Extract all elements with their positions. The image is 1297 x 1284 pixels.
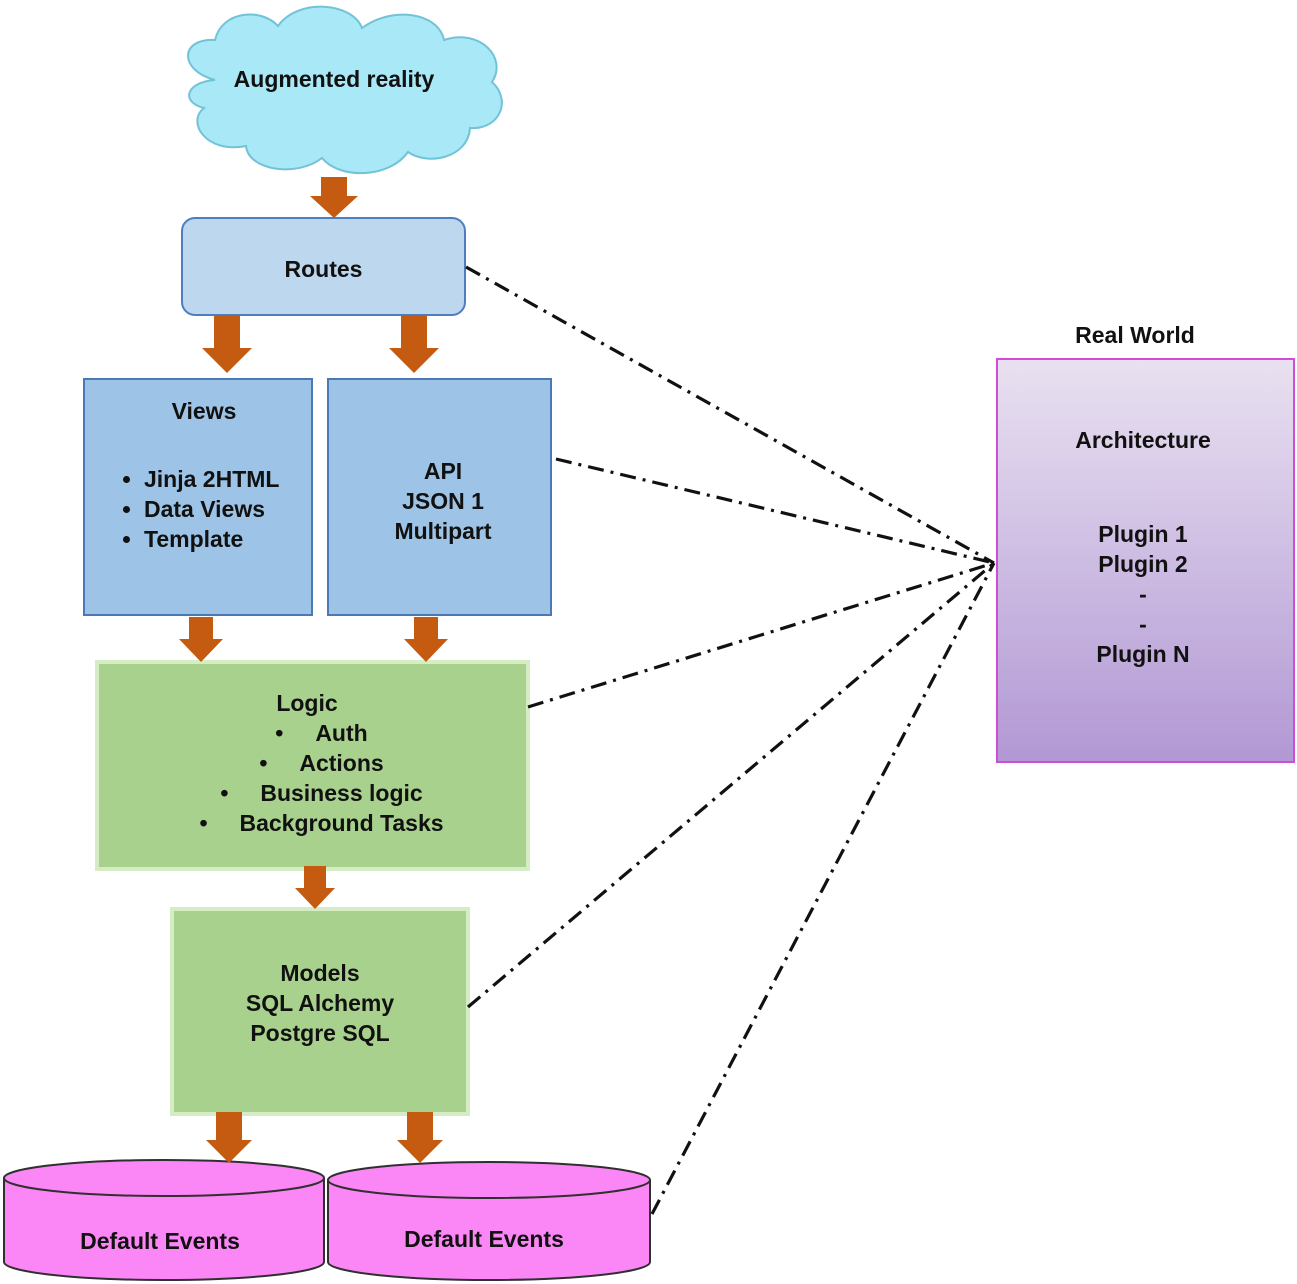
api-box	[327, 378, 552, 616]
arrow-models-db2	[397, 1112, 443, 1163]
routes-label: Routes	[284, 256, 363, 282]
models-line: SQL Alchemy	[245, 990, 395, 1016]
views-item: Data Views	[144, 494, 314, 524]
arrow-models-db1	[206, 1112, 252, 1163]
logic-item: • Actions	[259, 750, 384, 776]
api-line: Multipart	[394, 518, 492, 544]
connector-models	[466, 561, 996, 1009]
api-line: JSON 1	[402, 488, 484, 514]
logic-item-row: • Auth • Actions • Business logic • Back…	[97, 718, 528, 838]
views-title: Views	[171, 398, 237, 424]
models-box	[170, 907, 470, 1116]
flow-arrows	[179, 177, 448, 1163]
cloud-label: Augmented reality	[233, 66, 435, 92]
logic-title: Logic	[276, 690, 338, 716]
plugin-list: Plugin 1 Plugin 2 - - Plugin N	[997, 519, 1289, 669]
plugin-item: Plugin N	[1096, 641, 1190, 667]
arrow-cloud-routes	[310, 177, 358, 218]
views-item: Template	[144, 524, 314, 554]
models-line: Postgre SQL	[250, 1020, 390, 1046]
api-content: API JSON 1 Multipart	[328, 456, 558, 546]
database-cylinder-1	[3, 1159, 325, 1281]
arrow-api-logic	[404, 617, 448, 662]
views-list: Jinja 2HTML Data Views Template	[144, 464, 314, 554]
connector-logic	[527, 561, 995, 709]
database-label-2: Default Events	[404, 1226, 564, 1252]
cloud-shape	[187, 5, 503, 175]
connector-database	[650, 562, 996, 1215]
api-line: API	[423, 458, 463, 484]
models-line: Models	[280, 960, 360, 986]
database-label-1: Default Events	[80, 1228, 240, 1254]
connector-routes	[465, 265, 995, 565]
plugin-item: Plugin 1	[1098, 521, 1188, 547]
real-world-caption: Real World	[1075, 322, 1195, 348]
logic-item: • Background Tasks	[199, 810, 444, 836]
views-content: Views Jinja 2HTML Data Views Template	[84, 396, 312, 552]
database-cylinder-2	[327, 1161, 651, 1281]
models-content: Models SQL Alchemy Postgre SQL	[172, 958, 468, 1048]
connector-api	[555, 457, 995, 565]
connector-lines	[465, 265, 996, 1215]
routes-box	[181, 217, 466, 316]
arrow-routes-views	[202, 315, 252, 373]
real-world-box	[996, 358, 1295, 763]
views-item: Jinja 2HTML	[144, 464, 314, 494]
logic-box	[95, 660, 530, 871]
arrow-views-logic	[179, 617, 223, 662]
views-box	[83, 378, 313, 616]
plugin-item: -	[1139, 611, 1147, 637]
arrow-logic-models	[295, 866, 335, 909]
logic-item: • Business logic	[220, 780, 423, 806]
plugin-item: Plugin 2	[1098, 551, 1188, 577]
real-world-title: Architecture	[1075, 427, 1211, 453]
arrow-routes-api	[389, 315, 439, 373]
plugin-item: -	[1139, 581, 1147, 607]
logic-item: • Auth	[275, 720, 368, 746]
